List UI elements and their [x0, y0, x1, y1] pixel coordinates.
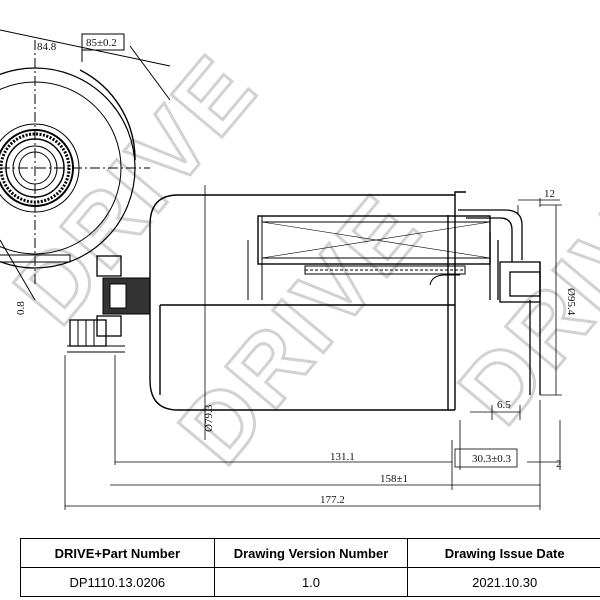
dim-131-1: 131.1: [330, 451, 355, 463]
value-issue-date: 2021.10.30: [407, 567, 600, 597]
dim-177-2: 177.2: [320, 494, 345, 506]
dim-79-3: Ø79.3: [203, 404, 215, 432]
header-issue-date: Drawing Issue Date: [407, 538, 600, 568]
dimension-lines: [64, 198, 562, 510]
housing: [149, 185, 466, 415]
title-block-table: DRIVE+Part Number Drawing Version Number…: [20, 538, 600, 597]
dim-6-5: 6.5: [497, 399, 511, 411]
value-part-number: DP1110.13.0206: [20, 567, 215, 597]
dim-2: 2: [556, 458, 562, 470]
end-view: [0, 29, 171, 301]
dim-0-8: 0.8: [15, 301, 27, 315]
dim-30-3: 30.3±0.3: [472, 453, 512, 465]
dim-158: 158±1: [380, 473, 408, 485]
value-version: 1.0: [213, 567, 409, 597]
dim-85: 85±0.2: [86, 37, 117, 49]
dim-12: 12: [544, 188, 555, 200]
watermark-center: DRIVE: [159, 175, 442, 484]
header-part-number: DRIVE+Part Number: [20, 538, 215, 568]
title-block-value-row: DP1110.13.0206 1.0 2021.10.30: [20, 567, 600, 597]
header-version: Drawing Version Number: [213, 538, 409, 568]
dim-95-4: Ø95.4: [565, 288, 577, 316]
dim-84-8: 84.8: [37, 41, 57, 53]
title-block-header-row: DRIVE+Part Number Drawing Version Number…: [20, 538, 600, 568]
